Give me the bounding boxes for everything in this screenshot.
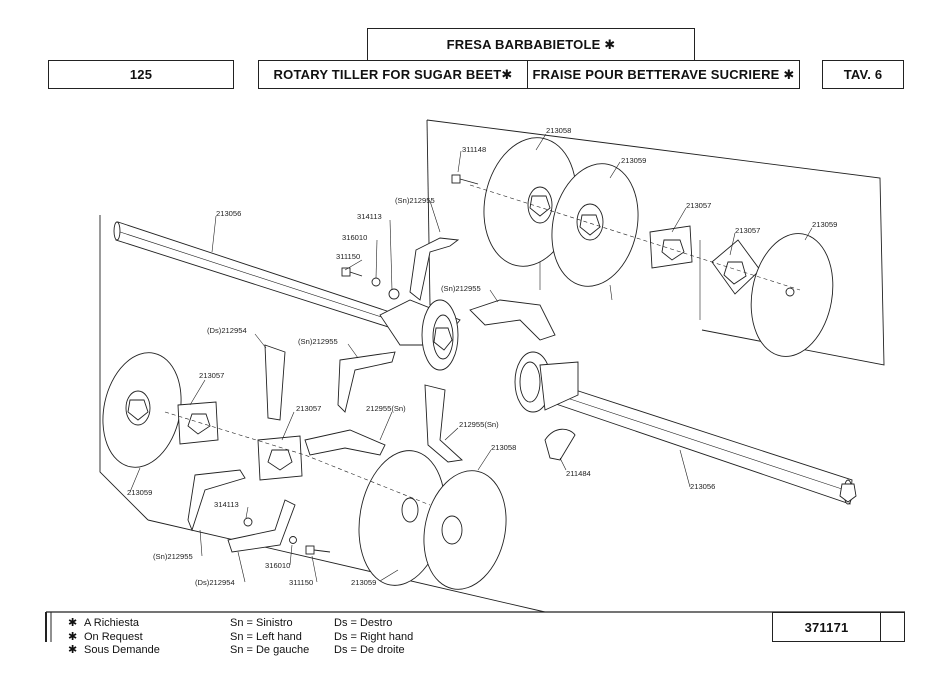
disc-upper-213059 [551, 163, 639, 287]
blade-lower-ds [227, 499, 296, 553]
title-italian: FRESA BARBABIETOLE ✱ [367, 28, 695, 61]
part-label: 213057 [686, 201, 711, 210]
part-label: 311150 [336, 252, 360, 261]
title-english: ROTARY TILLER FOR SUGAR BEET✱ [258, 60, 528, 89]
part-label: 213056 [690, 482, 715, 491]
legend-text: Sn = De gauche [230, 644, 310, 656]
part-label: 316010 [265, 561, 290, 570]
blade-center-sn [337, 351, 396, 413]
flange-upper-213057-a [649, 225, 693, 269]
blade-upper [409, 237, 460, 301]
blade-center-long [304, 429, 386, 456]
disc-lower-213058 [423, 470, 507, 590]
lower-hex-shaft [514, 351, 857, 505]
frame-upper-left [426, 119, 431, 306]
table-number-box: TAV. 6 [822, 60, 904, 89]
part-label: (Ds)212954 [207, 326, 247, 335]
bolt-311150-upper [341, 267, 363, 277]
disc-upper-right-213059 [750, 233, 834, 357]
table-number: TAV. 6 [843, 67, 883, 82]
page-number: 125 [129, 67, 153, 82]
legend-text: Sous Demande [84, 644, 160, 656]
part-label: (Sn)212955 [395, 196, 435, 205]
upper-hex-shaft [113, 221, 461, 371]
part-label: (Sn)212955 [153, 552, 193, 561]
part-label: 211484 [566, 469, 591, 478]
part-label: 213059 [621, 156, 646, 165]
disc-left-213059 [102, 352, 182, 468]
asterisk-icon: ✱ [68, 630, 78, 643]
drawing-code-box: 371171 [772, 612, 881, 642]
part-label: 212955(Sn) [459, 420, 499, 429]
part-label: 213056 [216, 209, 241, 218]
legend-destro: Ds = Destro Ds = Right hand Ds = De droi… [334, 617, 413, 658]
nut-314113-lower [243, 517, 253, 527]
washer-316010-upper [371, 277, 381, 287]
frame-lower-left [99, 215, 149, 521]
legend-text: Ds = Destro [334, 617, 393, 629]
part-label: 212955(Sn) [366, 404, 406, 413]
asterisk-icon: ✱ [68, 644, 78, 656]
legend-sinistro: Sn = Sinistro Sn = Left hand Sn = De gau… [230, 617, 309, 658]
legend-text: Ds = De droite [334, 644, 405, 656]
legend-row: ✱ A Richiesta [68, 617, 160, 631]
bolt-311148 [451, 174, 479, 185]
legend-row: ✱ On Request [68, 631, 160, 645]
legend-on-request: ✱ A Richiesta ✱ On Request ✱ Sous Demande [68, 617, 160, 658]
part-label: 213059 [351, 578, 376, 587]
part-label: 213058 [546, 126, 571, 135]
legend-text: Ds = Right hand [334, 630, 414, 643]
part-label: 311150 [289, 578, 313, 587]
legend-text: Sn = Sinistro [230, 617, 293, 629]
legend-text: Sn = Left hand [230, 630, 302, 643]
part-label: 213057 [735, 226, 760, 235]
part-label: (Ds)212954 [195, 578, 235, 587]
blade-left-ds [264, 344, 286, 421]
flange-center-213057 [257, 435, 303, 481]
title-italian-text: FRESA BARBABIETOLE ✱ [446, 36, 616, 52]
drawing-code-blank-box [880, 612, 905, 642]
legend-text: A Richiesta [84, 617, 140, 629]
frame-bottom [147, 519, 546, 613]
legend-text: On Request [84, 630, 143, 643]
title-french-text: FRAISE POUR BETTERAVE SUCRIERE ✱ [532, 66, 795, 82]
page-number-box: 125 [48, 60, 234, 89]
asterisk-icon: ✱ [68, 617, 78, 629]
nut-314113-upper [388, 288, 400, 300]
title-english-text: ROTARY TILLER FOR SUGAR BEET✱ [273, 66, 513, 82]
bolt-311150-lower [305, 545, 331, 555]
footer-frame [45, 611, 905, 642]
washer-316010-lower [289, 536, 297, 544]
pin-211484 [544, 428, 576, 461]
part-label: 314113 [357, 212, 382, 221]
part-label: 213059 [127, 488, 152, 497]
blade-center-right [424, 384, 464, 463]
part-label: 213057 [199, 371, 224, 380]
part-label: 213057 [296, 404, 321, 413]
part-label: 213058 [491, 443, 516, 452]
part-label: 311148 [462, 145, 486, 154]
blade-lower-left [187, 469, 246, 532]
title-french: FRAISE POUR BETTERAVE SUCRIERE ✱ [527, 60, 800, 89]
flange-left-213057 [177, 401, 219, 445]
part-label: (Sn)212955 [441, 284, 481, 293]
part-label: (Sn)212955 [298, 337, 338, 346]
part-labels: 213058 311148 213059 (Sn)212955 314113 2… [127, 126, 837, 587]
drawing-code: 371171 [804, 619, 849, 635]
legend-row: ✱ Sous Demande [68, 644, 160, 658]
part-label: 314113 [214, 500, 239, 509]
part-label: 213059 [812, 220, 837, 229]
part-label: 316010 [342, 233, 367, 242]
blade-mid-right [469, 299, 556, 341]
